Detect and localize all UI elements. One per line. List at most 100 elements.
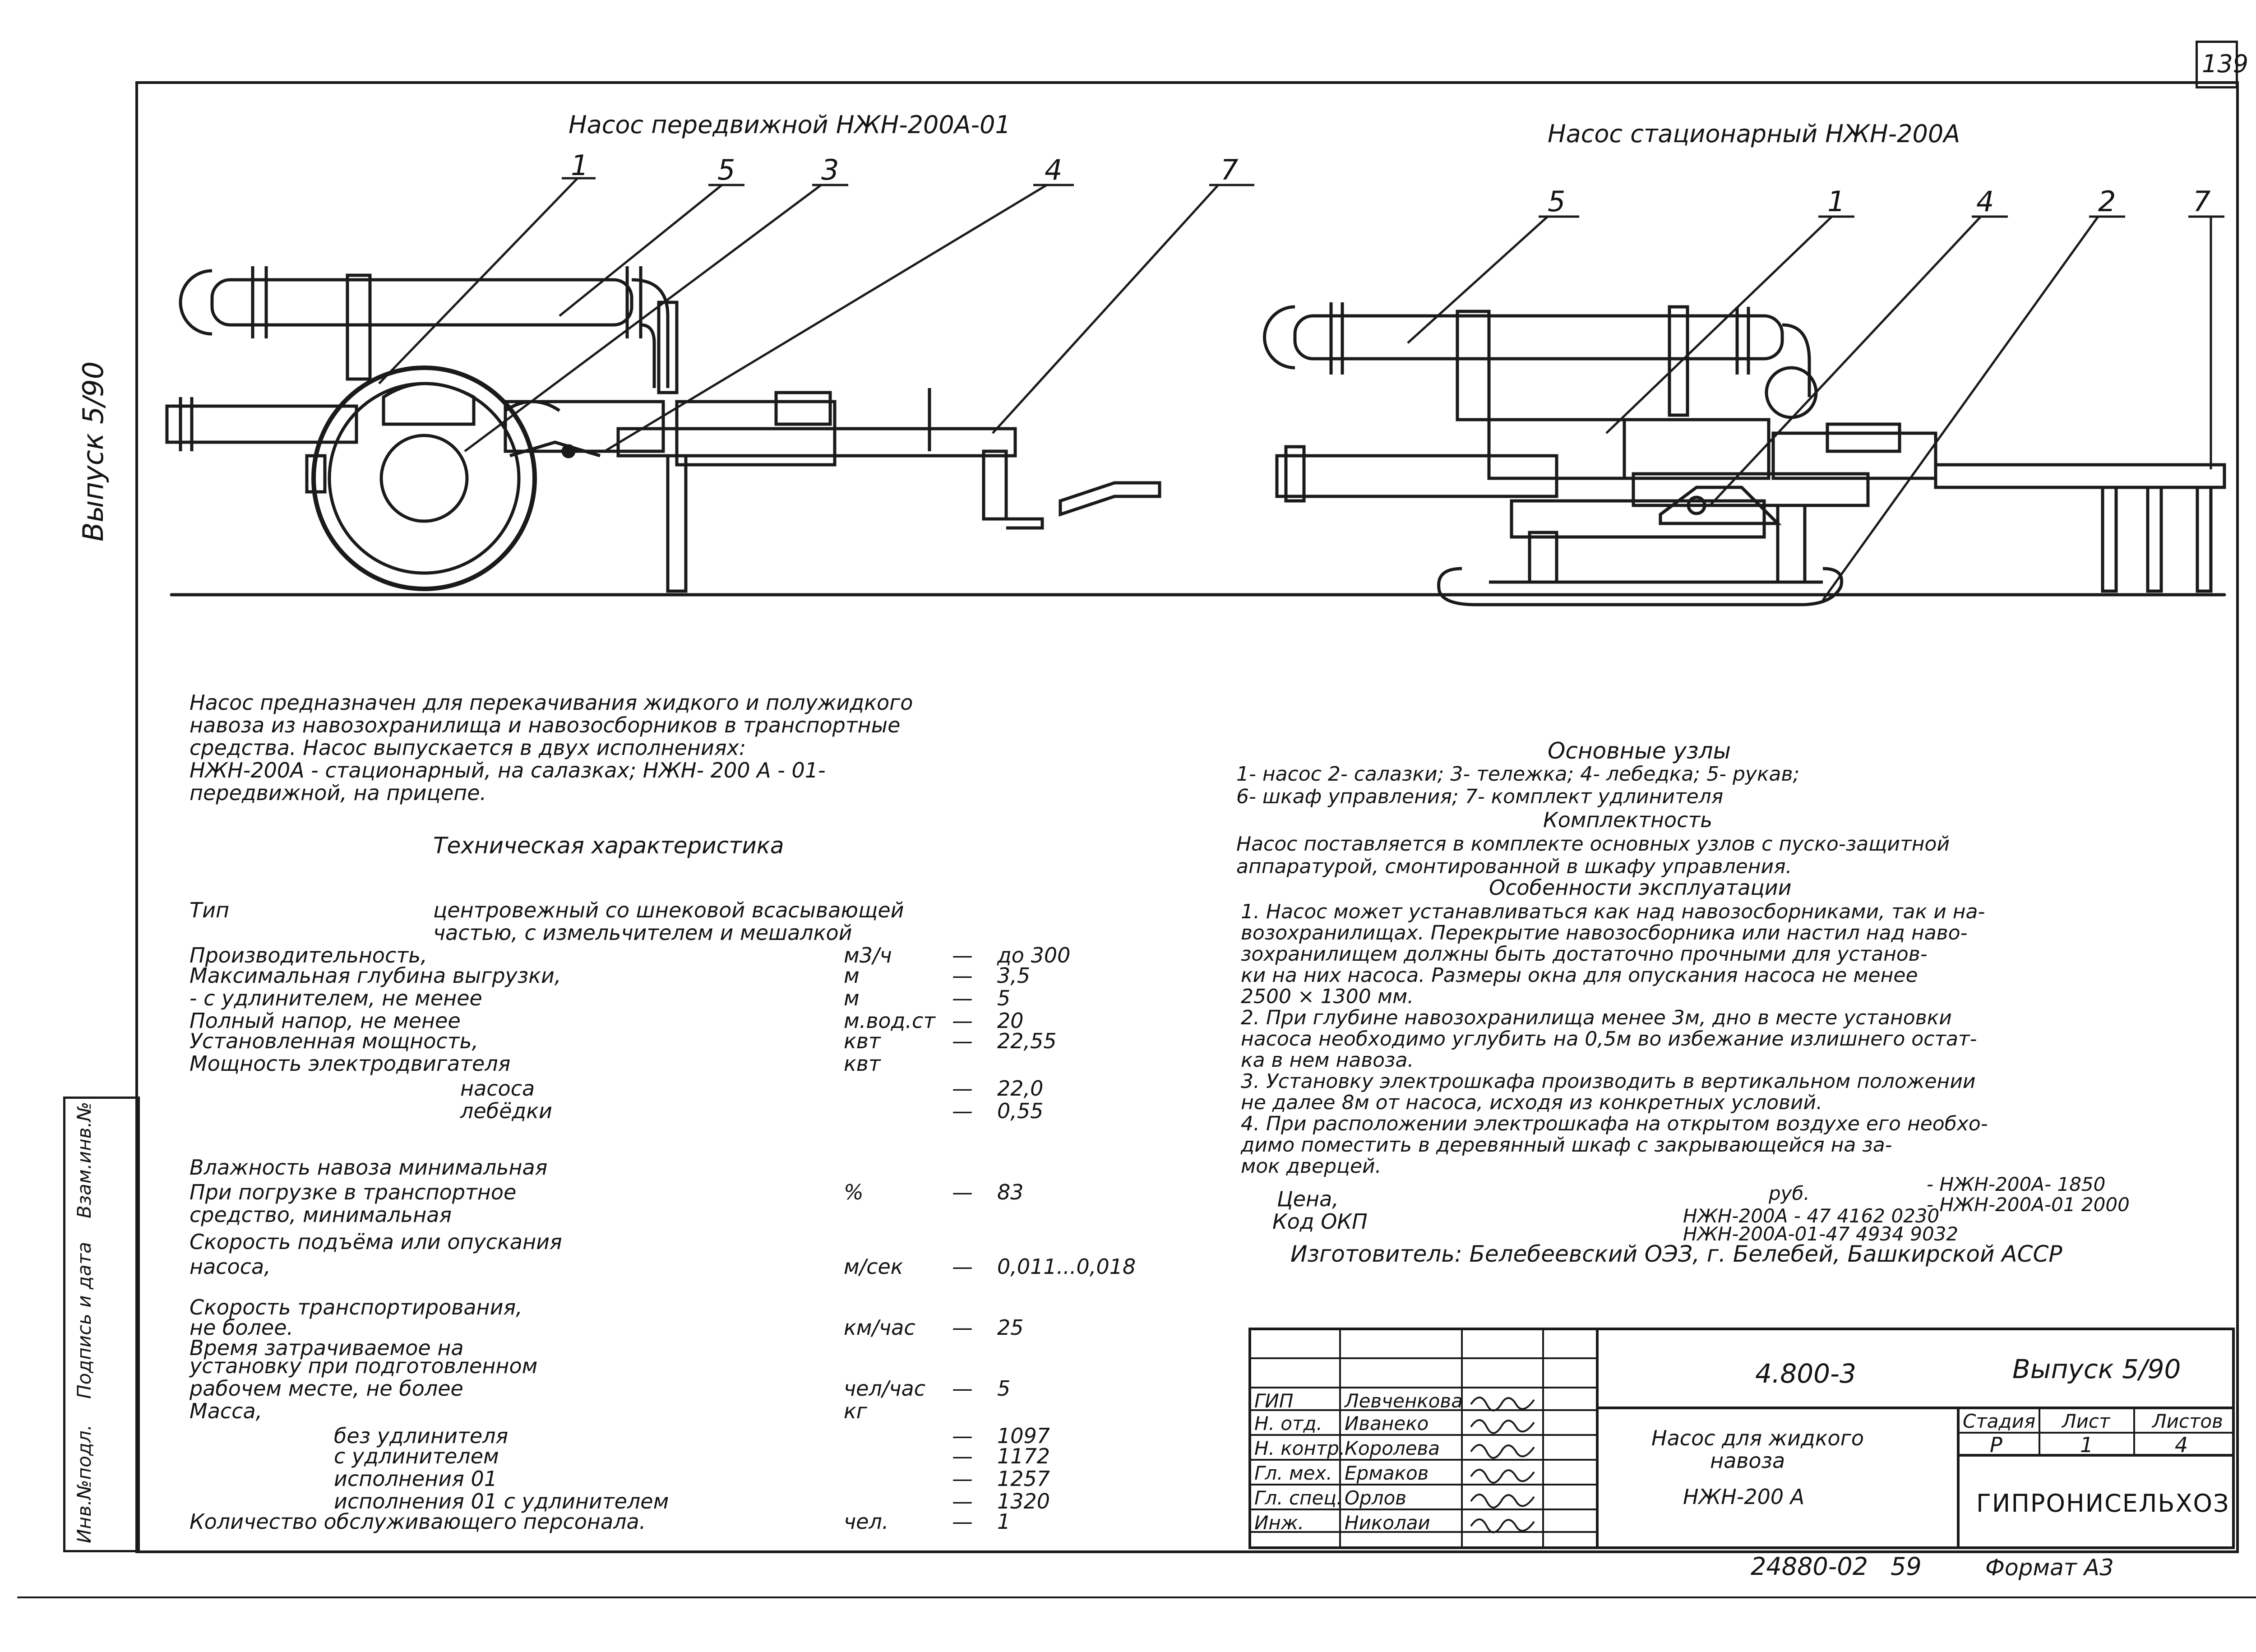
tech-row-name: рабочем месте, не более xyxy=(190,1376,463,1401)
organization-name: ГИПРОНИСЕЛЬХОЗ xyxy=(1976,1489,2230,1518)
description-line: Насос предназначен для перекачивания жид… xyxy=(190,690,913,715)
tech-row-name: Скорость транспортирования, xyxy=(190,1295,522,1319)
callout-right-5: 5 xyxy=(1548,185,1566,218)
description-line: навоза из навозохранилища и навозосборни… xyxy=(190,713,901,737)
tech-row-value: 5 xyxy=(997,1376,1011,1401)
sheets-label: Листов xyxy=(2152,1410,2223,1432)
tech-row-dash: — xyxy=(952,1099,973,1123)
price-unit: руб. xyxy=(1769,1182,1810,1204)
features-title: Особенности эксплуатации xyxy=(1489,875,1792,900)
tech-row-unit: % xyxy=(844,1180,864,1204)
title-block-role: Гл. спец. xyxy=(1254,1487,1343,1509)
tech-row-dash: — xyxy=(952,963,973,988)
tech-row-value: 5 xyxy=(997,986,1011,1010)
tech-row-unit: кг xyxy=(844,1399,867,1423)
kit-line: Насос поставляется в комплекте основных … xyxy=(1236,833,1950,856)
tech-row-dash: — xyxy=(952,986,973,1010)
tech-row-dash: — xyxy=(952,1009,973,1033)
right-figure-title: Насос стационарный НЖН-200А xyxy=(1548,120,1960,148)
feature-line: димо поместить в деревянный шкаф с закры… xyxy=(1241,1134,1892,1157)
tech-row-name: Количество обслуживающего персонала. xyxy=(190,1509,646,1534)
title-block-grid xyxy=(1248,1328,2235,1549)
callout-right-4: 4 xyxy=(1976,185,1994,218)
callout-right-7: 7 xyxy=(2193,185,2211,218)
tech-row-dash: — xyxy=(952,1180,973,1204)
title-block-name: Левченкова xyxy=(1345,1390,1463,1412)
sheet-value: 1 xyxy=(2080,1433,2094,1457)
title-block-name: Иванеко xyxy=(1345,1412,1429,1435)
okp-code-2: НЖН-200А-01-47 4934 9032 xyxy=(1683,1223,1959,1245)
tech-row-unit: центровежный со шнековой всасывающей xyxy=(433,898,904,922)
stage-label: Стадия xyxy=(1963,1410,2036,1432)
manufacturer: Изготовитель: Белебеевский ОЭЗ, г. Белеб… xyxy=(1290,1241,2062,1267)
product-name-line1: Насос для жидкого xyxy=(1651,1426,1864,1450)
sheet-label: Лист xyxy=(2062,1410,2110,1432)
tech-row-name: насоса xyxy=(460,1076,535,1101)
description-line: средства. Насос выпускается в двух испол… xyxy=(190,736,746,760)
tech-row-dash: — xyxy=(952,1076,973,1101)
product-name-line2: навоза xyxy=(1710,1448,1785,1473)
footer-doc-number: 24880-02 xyxy=(1751,1552,1868,1581)
signature xyxy=(1470,1469,1535,1484)
okp-code-1: НЖН-200А - 47 4162 0230 xyxy=(1683,1205,1940,1227)
feature-line: насоса необходимо углубить на 0,5м во из… xyxy=(1241,1027,1977,1050)
callout-right-2: 2 xyxy=(2098,185,2116,218)
feature-line: 4. При расположении электрошкафа на откр… xyxy=(1241,1112,1988,1135)
tech-row-value: 0,55 xyxy=(997,1099,1044,1123)
tech-title: Техническая характеристика xyxy=(433,833,784,859)
tech-row-dash: — xyxy=(952,1376,973,1401)
stage-value: Р xyxy=(1990,1433,2002,1457)
feature-line: ка в нем навоза. xyxy=(1241,1049,1414,1072)
price-variant-2: - НЖН-200А-01 2000 xyxy=(1927,1194,2130,1216)
callout-left-5: 5 xyxy=(717,153,735,186)
tech-row-name: Масса, xyxy=(190,1399,263,1423)
tech-row-name: лебёдки xyxy=(460,1099,552,1123)
stationary-pump-drawing xyxy=(1263,302,2226,606)
tech-row-value: 0,011...0,018 xyxy=(997,1254,1136,1279)
tech-row-name: Максимальная глубина выгрузки, xyxy=(190,963,561,988)
tech-row-dash: — xyxy=(952,1029,973,1053)
tech-row-value: 22,55 xyxy=(997,1029,1057,1053)
tech-row-name: средство, минимальная xyxy=(190,1203,452,1227)
title-block-name: Королева xyxy=(1345,1437,1440,1459)
tech-row-name: исполнения 01 с удлинителем xyxy=(334,1489,669,1513)
feature-line: мок дверцей. xyxy=(1241,1155,1382,1178)
price-variant-1: - НЖН-200А- 1850 xyxy=(1927,1173,2106,1195)
footer-format: Формат А3 xyxy=(1985,1555,2114,1581)
tech-row-unit: м/сек xyxy=(844,1254,903,1279)
tech-row-dash: — xyxy=(952,1315,973,1340)
feature-line: зохранилищем должны быть достаточно проч… xyxy=(1241,943,1928,966)
feature-line: 1. Насос может устанавливаться как над н… xyxy=(1241,900,1985,923)
tech-row-value: 1257 xyxy=(997,1467,1050,1491)
tech-row-name: Производительность, xyxy=(190,943,427,967)
title-block-role: ГИП xyxy=(1254,1390,1294,1412)
tech-row-unit: квт xyxy=(844,1029,881,1053)
nodes-line: 1- насос 2- салазки; 3- тележка; 4- лебе… xyxy=(1236,763,1800,786)
tech-row-value: 25 xyxy=(997,1315,1024,1340)
tech-row-unit: м3/ч xyxy=(844,943,892,967)
feature-line: 2. При глубине навозохранилища менее 3м,… xyxy=(1241,1006,1952,1029)
tech-row-value: 22,0 xyxy=(997,1076,1044,1101)
tech-row-unit: квт xyxy=(844,1051,881,1076)
left-figure-title: Насос передвижной НЖН-200А-01 xyxy=(569,111,1011,139)
tech-row-dash: — xyxy=(952,943,973,967)
tech-row-value: 1172 xyxy=(997,1444,1050,1468)
description-line: НЖН-200А - стационарный, на салазках; НЖ… xyxy=(190,758,826,782)
tech-row-value: до 300 xyxy=(997,943,1071,967)
tech-row-name: - с удлинителем, не менее xyxy=(190,986,482,1010)
mobile-pump-drawing xyxy=(165,266,1161,593)
tech-row-name: Время затрачиваемое на xyxy=(190,1336,464,1360)
tech-row-dash: — xyxy=(952,1424,973,1448)
tech-row-value: 20 xyxy=(997,1009,1024,1033)
issue-number: Выпуск 5/90 xyxy=(2012,1354,2181,1384)
tech-row-name: исполнения 01 xyxy=(334,1467,497,1491)
inner-frame xyxy=(135,81,2239,1553)
product-name-line3: НЖН-200 А xyxy=(1683,1485,1805,1509)
feature-line: 2500 × 1300 мм. xyxy=(1241,985,1414,1008)
title-block-role: Н. отд. xyxy=(1254,1412,1322,1435)
feature-line: 3. Установку электрошкафа производить в … xyxy=(1241,1070,1976,1093)
tech-row-value: 1320 xyxy=(997,1489,1050,1513)
okp-label: Код ОКП xyxy=(1272,1209,1368,1234)
tech-row-unit: м.вод.ст xyxy=(844,1009,936,1033)
